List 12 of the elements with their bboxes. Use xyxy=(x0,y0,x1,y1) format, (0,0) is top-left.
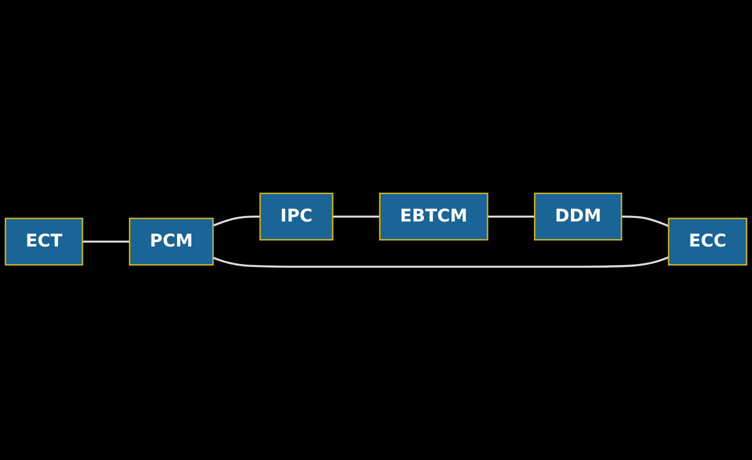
node-box: IPC xyxy=(259,192,334,240)
connector xyxy=(332,216,380,218)
connector xyxy=(212,256,669,268)
node-box: PCM xyxy=(128,218,214,266)
connector xyxy=(212,216,260,227)
node-box: DDM xyxy=(534,192,622,240)
connector xyxy=(82,240,130,243)
connector xyxy=(621,216,669,227)
node-box: ECC xyxy=(668,218,748,266)
connector xyxy=(488,216,535,218)
node-box: EBTCM xyxy=(379,192,488,240)
node-box: ECT xyxy=(4,218,84,266)
